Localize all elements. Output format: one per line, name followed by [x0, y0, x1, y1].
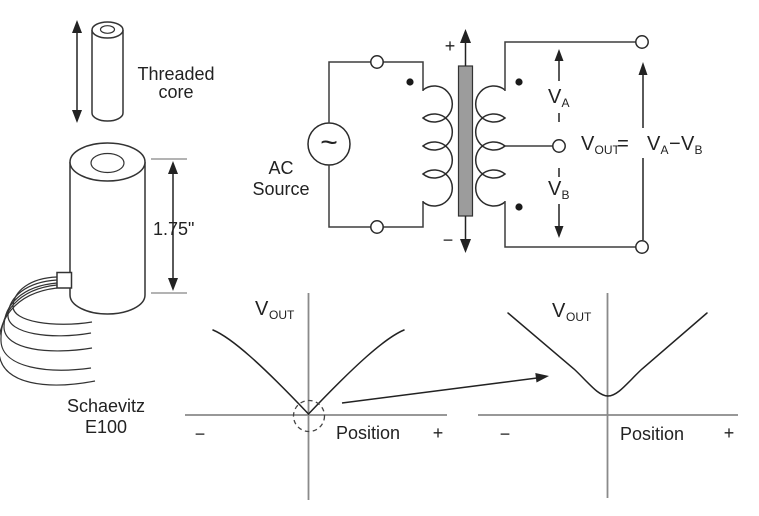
equation-vout-sub: OUT: [595, 143, 621, 157]
cable-wires: [0, 271, 96, 386]
lvdt-body-figure: 1.75" Schaevitz E100: [0, 142, 194, 437]
left-curve-negative-branch: [212, 329, 310, 415]
right-graph-minus: −: [500, 424, 511, 444]
big-cylinder-body: [69, 162, 146, 315]
primary-phase-dot: [406, 78, 414, 86]
vout-arrow-head: [638, 62, 648, 75]
null-region-dashed-circle: [292, 399, 326, 433]
equation-equals: =: [617, 133, 629, 155]
primary-top-terminal: [370, 55, 384, 69]
equation-va-sub: A: [661, 143, 669, 157]
small-cylinder-top: [91, 21, 124, 39]
secondary-top-wire: [504, 41, 642, 91]
core-up-arrow-head: [460, 29, 471, 43]
left-graph-minus: −: [195, 424, 206, 444]
sensor-model-line2: E100: [85, 417, 127, 437]
left-graph-ylabel-main: V: [255, 298, 269, 320]
vb-label-sub: B: [562, 188, 570, 202]
circuit-diagram: ~ AC Source + −: [252, 29, 703, 254]
secondary-winding: [475, 41, 642, 248]
cable-wire: [12, 276, 93, 325]
sensor-model-line1: Schaevitz: [67, 396, 145, 416]
va-annotation: V A: [548, 49, 570, 122]
left-curve-positive-branch: [307, 329, 405, 415]
response-graph-rectified: V OUT − Position +: [478, 293, 738, 498]
va-label-main: V: [548, 86, 562, 108]
big-cylinder-hole: [90, 152, 125, 174]
cable-wire: [3, 282, 93, 352]
equation-vb-main: V: [681, 133, 695, 155]
secondary-bottom-wire: [504, 201, 642, 248]
primary-winding: [406, 78, 453, 207]
va-label-sub: A: [562, 96, 570, 110]
dimension-arrow-up-head: [168, 161, 178, 174]
core-minus-sign: −: [443, 230, 454, 250]
cable-connector: [56, 271, 73, 289]
output-top-terminal: [635, 35, 649, 49]
output-bottom-terminal: [635, 240, 649, 254]
right-curve: [507, 312, 708, 397]
big-cylinder: [69, 142, 146, 315]
dimension-arrow-down-head: [168, 278, 178, 291]
left-graph-ylabel-sub: OUT: [269, 308, 295, 322]
vb-annotation: V B: [548, 168, 570, 238]
output-terminals: [635, 35, 649, 254]
transformer-core: + −: [443, 29, 474, 253]
movable-core-bar: [457, 65, 474, 217]
vb-arrow-down-head: [554, 226, 564, 238]
threaded-core-label-line1: Threaded: [137, 64, 214, 84]
small-cylinder-body: [91, 30, 124, 122]
threaded-core-label-line2: core: [158, 82, 193, 102]
magnify-arrow: [341, 373, 549, 404]
secondary-coil: [475, 85, 507, 207]
dimension-annotation: 1.75": [151, 158, 194, 294]
left-graph-plus: +: [433, 423, 444, 443]
equation-va-main: V: [647, 133, 661, 155]
primary-top-wire: [328, 61, 424, 123]
right-graph-ylabel-sub: OUT: [566, 310, 592, 324]
primary-coil: [421, 85, 453, 207]
cable-wire: [0, 284, 92, 371]
small-cylinder: [91, 21, 124, 122]
center-tap-terminal: [552, 139, 566, 153]
equation-minus: −: [669, 133, 681, 155]
vb-label-main: V: [548, 178, 562, 200]
equation-vout-main: V: [581, 133, 595, 155]
secondary-bottom-phase-dot: [515, 203, 523, 211]
response-graph-raw: V OUT − Position +: [185, 293, 447, 500]
right-graph-ylabel-main: V: [552, 300, 566, 322]
va-arrow-up-head: [554, 49, 564, 61]
secondary-top-phase-dot: [515, 78, 523, 86]
ac-source: ~ AC Source: [252, 122, 351, 199]
sine-symbol: ~: [320, 126, 338, 159]
right-graph-xlabel: Position: [620, 424, 684, 444]
ac-source-label-line1: AC: [268, 158, 293, 178]
length-dimension-label: 1.75": [153, 219, 194, 239]
motion-arrow-down-head: [72, 110, 82, 123]
ac-source-label-line2: Source: [252, 179, 309, 199]
core-motion-arrow: [72, 20, 82, 123]
big-cylinder-top: [69, 142, 146, 182]
right-graph-plus: +: [724, 423, 735, 443]
cable-wire: [0, 287, 96, 386]
core-plus-sign: +: [445, 36, 456, 56]
threaded-core-figure: Threaded core: [72, 20, 215, 123]
magnify-arrow-shaft: [341, 377, 538, 404]
equation-vb-sub: B: [695, 143, 703, 157]
motion-arrow-up-head: [72, 20, 82, 33]
primary-bottom-wire: [328, 165, 424, 228]
magnify-arrow-head: [535, 373, 549, 383]
left-graph-xlabel: Position: [336, 423, 400, 443]
primary-circuit-wires: [328, 55, 424, 234]
primary-bottom-terminal: [370, 220, 384, 234]
small-cylinder-hole: [99, 25, 116, 34]
core-down-arrow-head: [460, 239, 471, 253]
vout-equation: V OUT = V A − V B: [581, 133, 703, 157]
